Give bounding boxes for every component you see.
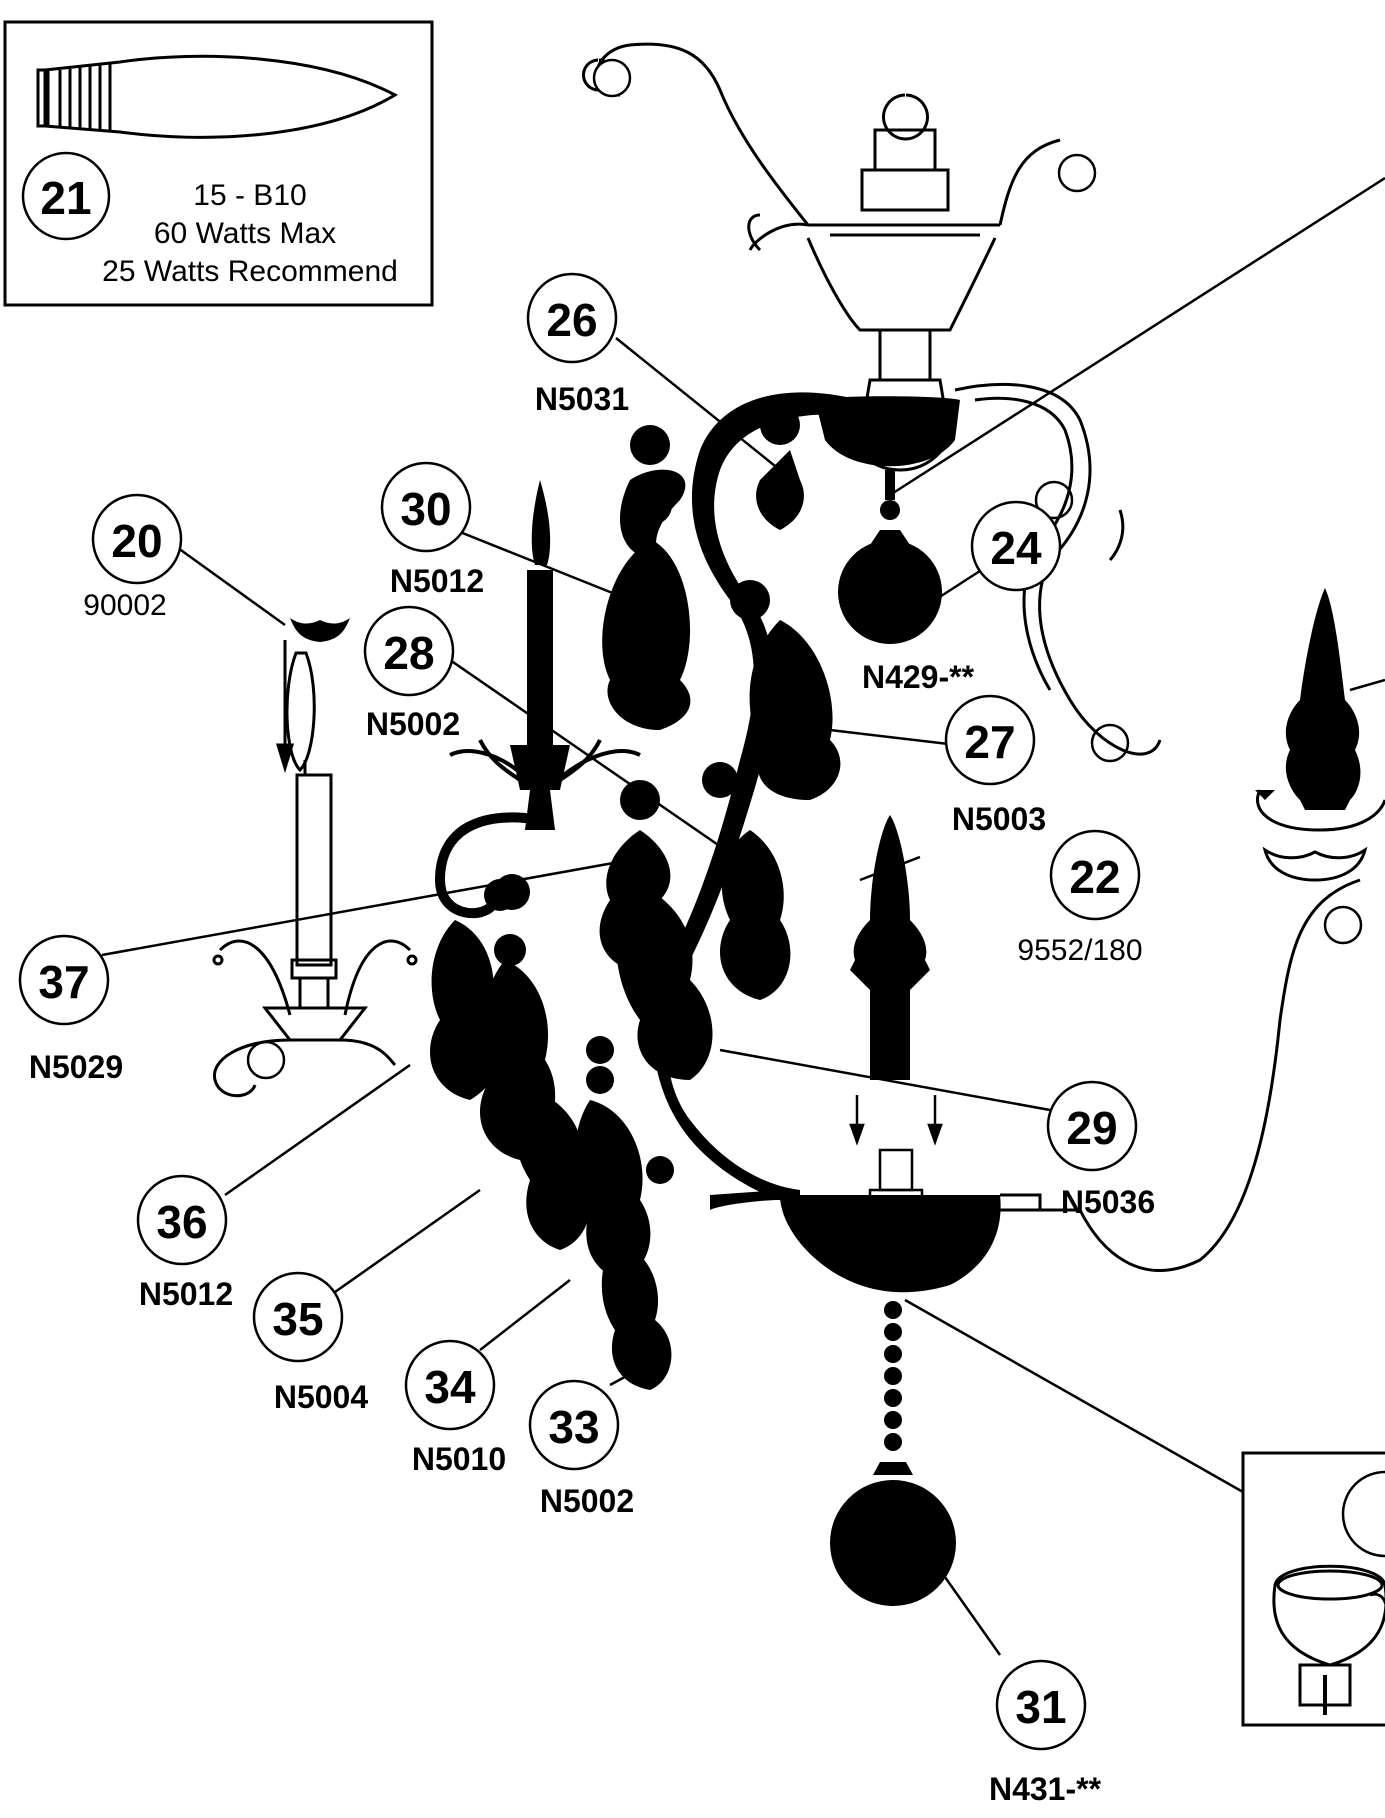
callout-number-22: 22 bbox=[1069, 851, 1120, 903]
lower-chain-ball bbox=[830, 1301, 956, 1606]
part-code-34: N5010 bbox=[412, 1441, 506, 1477]
callout-number-36: 36 bbox=[156, 1196, 207, 1248]
crystal-pendants bbox=[430, 425, 841, 1390]
central-column bbox=[815, 396, 960, 644]
part-code-31: N431-** bbox=[989, 1771, 1102, 1807]
bobeche-icon bbox=[290, 618, 350, 642]
callout-29: 29 N5036 bbox=[1046, 1080, 1155, 1220]
callout-number-37: 37 bbox=[38, 956, 89, 1008]
callout-number-24: 24 bbox=[990, 522, 1042, 574]
bulb-socket-icon bbox=[868, 1148, 924, 1202]
callout-28: 28 N5002 bbox=[363, 605, 460, 742]
callout-22: 22 9552/180 bbox=[1017, 829, 1143, 967]
callout-35: 35 N5004 bbox=[252, 1271, 369, 1415]
part-code-30: N5012 bbox=[390, 563, 484, 599]
part-code-29: N5036 bbox=[1061, 1184, 1155, 1220]
socket-inset-box bbox=[1241, 1451, 1385, 1727]
bulb-spec-line-1: 15 - B10 bbox=[193, 179, 306, 212]
callout-number-31: 31 bbox=[1015, 1681, 1066, 1733]
callout-number-29: 29 bbox=[1066, 1102, 1117, 1154]
callout-30: 30 N5012 bbox=[380, 461, 484, 599]
callout-number-28: 28 bbox=[383, 627, 434, 679]
part-code-36: N5012 bbox=[139, 1276, 233, 1312]
part-code-28: N5002 bbox=[366, 706, 460, 742]
right-finial-partial bbox=[1255, 588, 1385, 882]
callout-number-30: 30 bbox=[400, 483, 451, 535]
part-code-35: N5004 bbox=[274, 1379, 369, 1415]
candelabra-bulb-icon bbox=[36, 54, 399, 139]
part-code-37: N5029 bbox=[29, 1049, 123, 1085]
part-code-26: N5031 bbox=[535, 381, 629, 417]
callout-24: 24 N429-** bbox=[862, 500, 1062, 695]
part-code-22: 9552/180 bbox=[1017, 934, 1142, 967]
callout-34: 34 N5010 bbox=[404, 1339, 506, 1477]
down-arrow-bobeche bbox=[275, 640, 295, 774]
inner-candle bbox=[434, 480, 641, 918]
part-code-20: 90002 bbox=[83, 589, 166, 622]
leader-lines bbox=[101, 176, 1385, 1656]
callout-20: 20 90002 bbox=[83, 493, 183, 622]
callout-number-27: 27 bbox=[964, 716, 1015, 768]
callout-number-20: 20 bbox=[111, 515, 162, 567]
part-code-33: N5002 bbox=[540, 1483, 634, 1519]
bulb-spec-line-3: 25 Watts Recommend bbox=[102, 255, 398, 288]
callout-number-26: 26 bbox=[546, 294, 597, 346]
callout-number-21: 21 bbox=[40, 172, 91, 224]
callout-number-34: 34 bbox=[424, 1361, 476, 1413]
part-code-27: N5003 bbox=[952, 801, 1046, 837]
callout-26: 26 N5031 bbox=[526, 272, 629, 417]
callout-31: 31 N431-** bbox=[989, 1659, 1102, 1807]
left-arm-silhouette bbox=[653, 392, 1001, 1293]
finial-icon bbox=[850, 815, 930, 1080]
bulb-spec-line-2: 60 Watts Max bbox=[154, 217, 336, 250]
callout-36: 36 N5012 bbox=[136, 1174, 233, 1312]
callout-number-33: 33 bbox=[548, 1401, 599, 1453]
callout-33: 33 N5002 bbox=[528, 1379, 634, 1519]
callout-27: 27 N5003 bbox=[944, 694, 1046, 837]
part-code-24: N429-** bbox=[862, 659, 975, 695]
callout-37: 37 N5029 bbox=[18, 934, 123, 1085]
callout-circle-21 bbox=[21, 151, 111, 241]
callout-number-35: 35 bbox=[272, 1293, 323, 1345]
finial-arrows bbox=[849, 1095, 943, 1146]
outer-left-candle-arm bbox=[212, 651, 418, 1098]
bulb-spec-box: 21 15 - B10 60 Watts Max 25 Watts Recomm… bbox=[3, 20, 434, 307]
partial-callout-circle bbox=[1341, 1470, 1385, 1558]
